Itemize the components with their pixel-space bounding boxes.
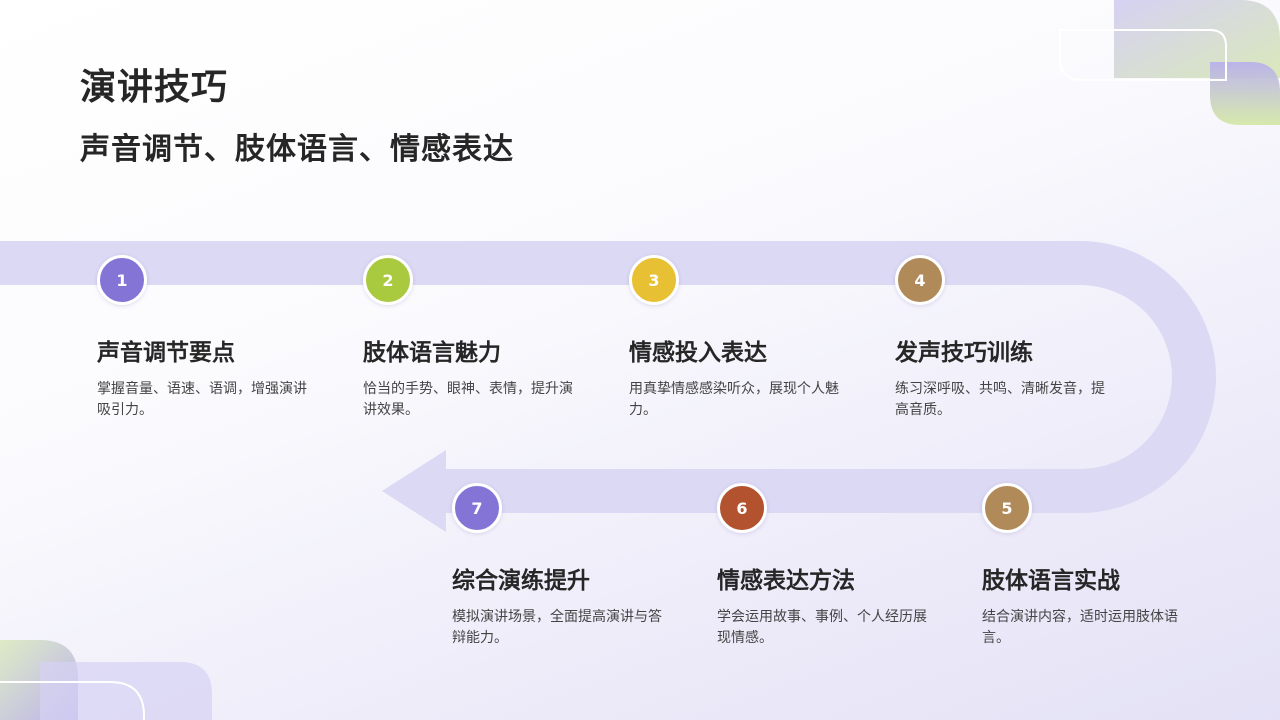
step-number: 3 xyxy=(648,270,660,290)
step-number-badge: 7 xyxy=(452,483,502,533)
step-number: 1 xyxy=(116,270,128,290)
step-number: 2 xyxy=(382,270,394,290)
step-number: 7 xyxy=(471,498,483,518)
step-title: 肢体语言魅力 xyxy=(363,340,501,366)
top-right-decoration xyxy=(1059,0,1280,125)
step-number-badge: 6 xyxy=(717,483,767,533)
bottom-left-decoration xyxy=(0,640,212,720)
page-subtitle: 声音调节、肢体语言、情感表达 xyxy=(80,132,514,167)
step-number-badge: 5 xyxy=(982,483,1032,533)
step-description: 学会运用故事、事例、个人经历展现情感。 xyxy=(717,609,927,646)
step-title: 肢体语言实战 xyxy=(982,568,1120,594)
step-title: 情感投入表达 xyxy=(629,340,767,366)
step-6: 6 情感表达方法 学会运用故事、事例、个人经历展现情感。 xyxy=(717,483,947,649)
step-description: 恰当的手势、眼神、表情，提升演讲效果。 xyxy=(363,381,573,418)
step-title: 情感表达方法 xyxy=(717,568,855,594)
step-number-badge: 3 xyxy=(629,255,679,305)
step-description: 模拟演讲场景，全面提高演讲与答辩能力。 xyxy=(452,609,662,646)
step-number: 5 xyxy=(1001,498,1013,518)
step-title: 声音调节要点 xyxy=(97,340,235,366)
step-7: 7 综合演练提升 模拟演讲场景，全面提高演讲与答辩能力。 xyxy=(452,483,682,649)
step-4: 4 发声技巧训练 练习深呼吸、共鸣、清晰发音，提高音质。 xyxy=(895,255,1125,421)
page-title: 演讲技巧 xyxy=(80,67,229,108)
step-3: 3 情感投入表达 用真挚情感感染听众，展现个人魅力。 xyxy=(629,255,859,421)
step-number-badge: 1 xyxy=(97,255,147,305)
step-number-badge: 4 xyxy=(895,255,945,305)
step-description: 掌握音量、语速、语调，增强演讲吸引力。 xyxy=(97,381,307,418)
step-number: 6 xyxy=(736,498,748,518)
flow-band xyxy=(0,241,1216,513)
step-2: 2 肢体语言魅力 恰当的手势、眼神、表情，提升演讲效果。 xyxy=(363,255,593,421)
step-number-badge: 2 xyxy=(363,255,413,305)
step-number: 4 xyxy=(914,270,926,290)
step-1: 1 声音调节要点 掌握音量、语速、语调，增强演讲吸引力。 xyxy=(97,255,327,421)
step-title: 发声技巧训练 xyxy=(895,340,1033,366)
step-description: 练习深呼吸、共鸣、清晰发音，提高音质。 xyxy=(895,381,1105,418)
step-description: 结合演讲内容，适时运用肢体语言。 xyxy=(982,609,1178,646)
step-5: 5 肢体语言实战 结合演讲内容，适时运用肢体语言。 xyxy=(982,483,1212,649)
step-description: 用真挚情感感染听众，展现个人魅力。 xyxy=(629,381,839,418)
flow-arrowhead-icon xyxy=(382,450,446,532)
step-title: 综合演练提升 xyxy=(452,568,590,594)
